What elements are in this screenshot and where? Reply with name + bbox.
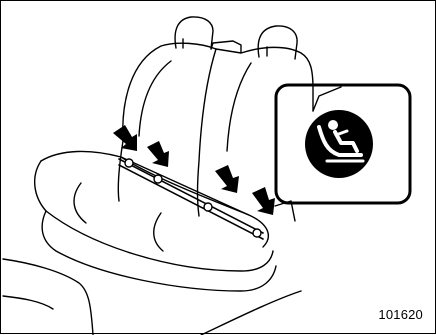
figure-code: 101620 (378, 307, 423, 322)
arrow-down-icon-4 (252, 187, 275, 215)
seat-back (118, 43, 313, 216)
anchor-bar (119, 159, 263, 239)
arrow-down-icon-1 (113, 125, 137, 151)
floor-lines (3, 259, 301, 335)
arrow-down-icon-3 (215, 165, 239, 193)
arrow-down-icon-2 (147, 141, 169, 167)
child-seat-anchor-icon (305, 110, 373, 178)
